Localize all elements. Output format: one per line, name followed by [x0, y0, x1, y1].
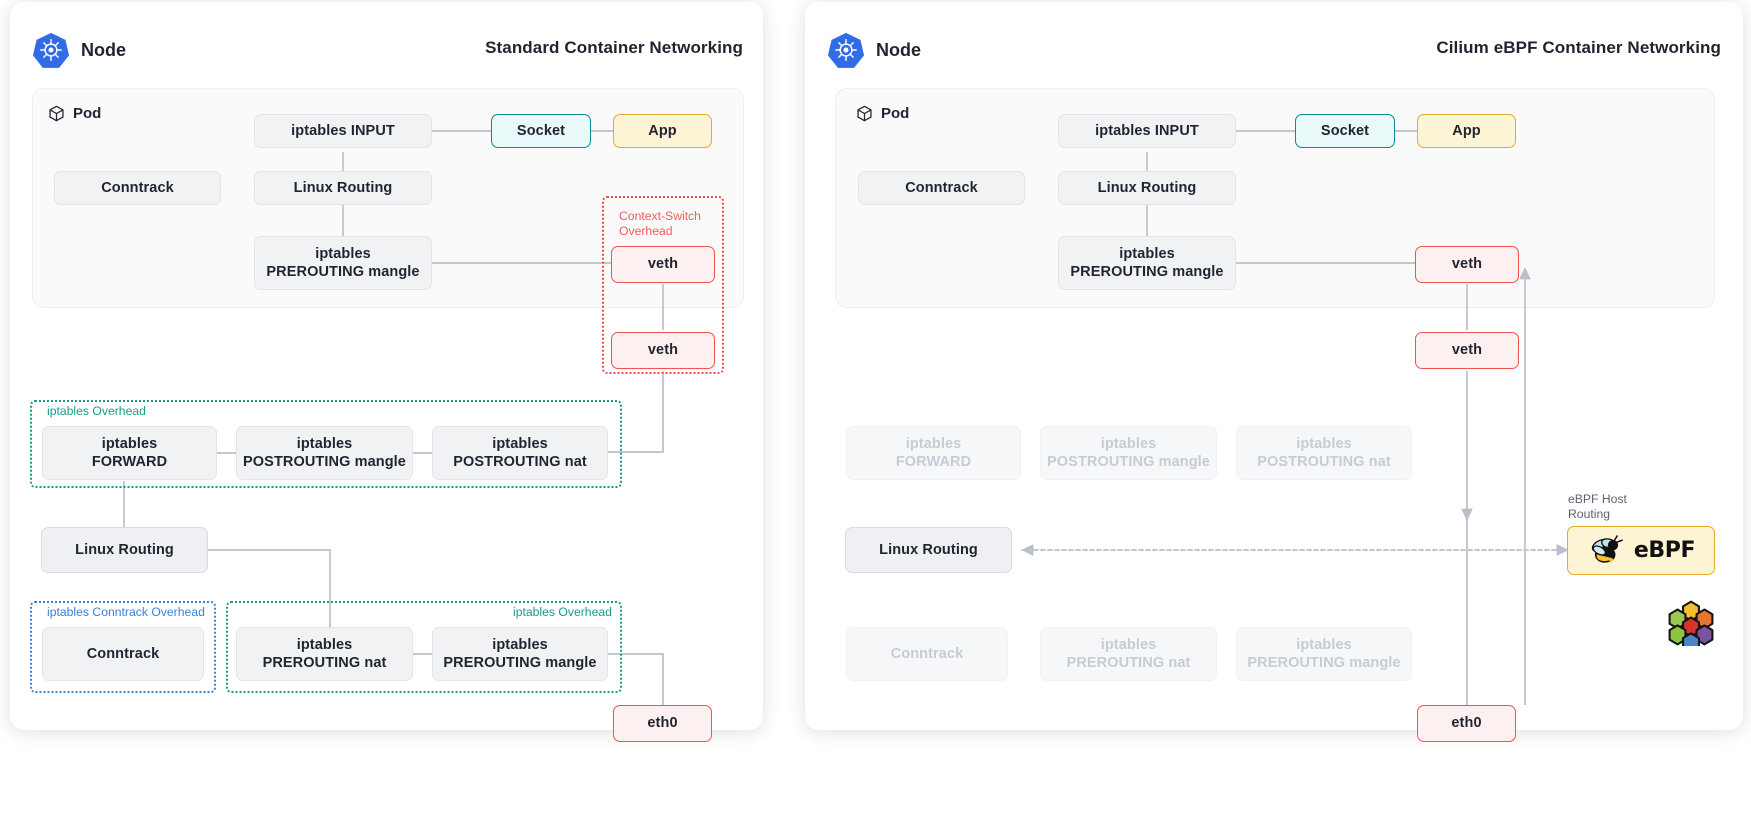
box-linux-routing-pod-cilium[interactable]: Linux Routing	[1058, 171, 1236, 205]
box-linux-routing-host-standard[interactable]: Linux Routing	[41, 527, 208, 573]
box-linux-routing-pod-standard[interactable]: Linux Routing	[254, 171, 432, 205]
box-iptables-postrouting-nat-standard[interactable]: iptables POSTROUTING nat	[432, 426, 608, 480]
pod-label: Pod	[881, 105, 910, 122]
box-iptables-prerouting-mangle-host-cilium[interactable]: iptables PREROUTING mangle	[1236, 627, 1412, 681]
group-label-iptables-conntrack-overhead: iptables Conntrack Overhead	[47, 605, 205, 619]
box-iptables-input-cilium[interactable]: iptables INPUT	[1058, 114, 1236, 148]
box-veth-top-cilium[interactable]: veth	[1415, 246, 1519, 283]
box-conntrack-pod-standard[interactable]: Conntrack	[54, 171, 221, 205]
panel-title-cilium: Cilium eBPF Container Networking	[1436, 38, 1721, 57]
group-label-ebpf-host-routing: eBPF Host Routing	[1568, 492, 1627, 522]
panel-title-standard: Standard Container Networking	[485, 38, 743, 57]
node-label: Node	[81, 39, 126, 60]
pod-header-standard: Pod	[48, 105, 101, 122]
node-header-standard: Node	[32, 31, 126, 69]
box-eth0-standard[interactable]: eth0	[613, 705, 712, 742]
pod-header-cilium: Pod	[856, 105, 909, 122]
group-context-switch-overhead	[602, 196, 724, 374]
box-iptables-postrouting-nat-cilium[interactable]: iptables POSTROUTING nat	[1236, 426, 1412, 480]
box-iptables-forward-standard[interactable]: iptables FORWARD	[42, 426, 217, 480]
pod-label: Pod	[73, 105, 102, 122]
kubernetes-icon	[827, 31, 865, 69]
box-iptables-prerouting-nat-standard[interactable]: iptables PREROUTING nat	[236, 627, 413, 681]
box-linux-routing-host-cilium[interactable]: Linux Routing	[845, 527, 1012, 573]
node-label: Node	[876, 39, 921, 60]
group-label-iptables-overhead-forward: iptables Overhead	[47, 404, 146, 418]
box-socket-cilium[interactable]: Socket	[1295, 114, 1395, 148]
box-iptables-prerouting-mangle-pod-standard[interactable]: iptables PREROUTING mangle	[254, 236, 432, 290]
box-app-cilium[interactable]: App	[1417, 114, 1516, 148]
box-ebpf-cilium[interactable]: eBPF	[1567, 526, 1715, 575]
ebpf-label: eBPF	[1633, 537, 1696, 563]
box-eth0-cilium[interactable]: eth0	[1417, 705, 1516, 742]
group-label-iptables-overhead-prerouting: iptables Overhead	[513, 605, 612, 619]
box-app-standard[interactable]: App	[613, 114, 712, 148]
kubernetes-icon	[32, 31, 70, 69]
box-veth-bottom-standard[interactable]: veth	[611, 332, 715, 369]
box-veth-bottom-cilium[interactable]: veth	[1415, 332, 1519, 369]
box-socket-standard[interactable]: Socket	[491, 114, 591, 148]
node-header-cilium: Node	[827, 31, 921, 69]
box-veth-top-standard[interactable]: veth	[611, 246, 715, 283]
box-conntrack-host-standard[interactable]: Conntrack	[42, 627, 204, 681]
cilium-hexagons-icon	[1667, 600, 1715, 654]
box-iptables-prerouting-mangle-host-standard[interactable]: iptables PREROUTING mangle	[432, 627, 608, 681]
box-iptables-input-standard[interactable]: iptables INPUT	[254, 114, 432, 148]
group-iptables-overhead-prerouting	[226, 601, 622, 693]
group-iptables-overhead-forward	[30, 400, 622, 488]
box-iptables-postrouting-mangle-cilium[interactable]: iptables POSTROUTING mangle	[1040, 426, 1217, 480]
box-iptables-forward-cilium[interactable]: iptables FORWARD	[846, 426, 1021, 480]
box-conntrack-pod-cilium[interactable]: Conntrack	[858, 171, 1025, 205]
group-label-context-switch-overhead: Context-Switch Overhead	[619, 209, 701, 239]
box-iptables-postrouting-mangle-standard[interactable]: iptables POSTROUTING mangle	[236, 426, 413, 480]
panel-cilium-networking: Node Cilium eBPF Container Networking	[805, 2, 1743, 730]
box-conntrack-host-cilium[interactable]: Conntrack	[846, 627, 1008, 681]
box-iptables-prerouting-mangle-pod-cilium[interactable]: iptables PREROUTING mangle	[1058, 236, 1236, 290]
cube-icon	[48, 105, 65, 122]
bee-icon	[1587, 534, 1625, 567]
cube-icon	[856, 105, 873, 122]
group-iptables-conntrack-overhead	[30, 601, 216, 693]
box-iptables-prerouting-nat-cilium[interactable]: iptables PREROUTING nat	[1040, 627, 1217, 681]
